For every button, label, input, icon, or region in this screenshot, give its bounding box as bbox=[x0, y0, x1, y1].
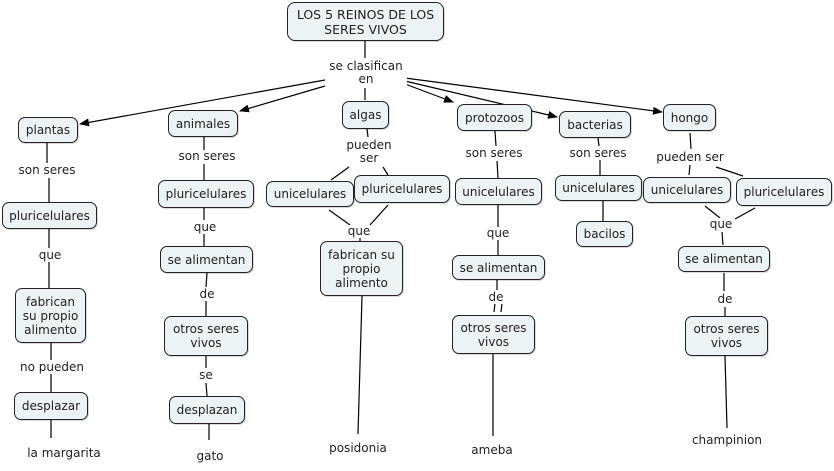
root-node[interactable]: LOS 5 REINOS DE LOS SERES VIVOS bbox=[287, 2, 444, 41]
concept-label: se alimentan bbox=[167, 252, 246, 267]
concept-node[interactable]: otros seres vivos bbox=[685, 316, 768, 356]
concept-label: unicelulares bbox=[273, 187, 347, 201]
concept-node[interactable]: pluricelulares bbox=[736, 178, 832, 206]
kingdom-node-plantas[interactable]: plantas bbox=[18, 117, 78, 143]
concept-label: fabrican su propio alimento bbox=[22, 294, 79, 337]
concept-node[interactable]: otros seres vivos bbox=[452, 315, 535, 354]
concept-label: otros seres vivos bbox=[693, 322, 760, 350]
concept-label: pluricelulares bbox=[165, 187, 247, 201]
concept-node[interactable]: unicelulares bbox=[266, 181, 354, 207]
concept-label: unicelulares bbox=[562, 181, 635, 195]
link-label: son seres bbox=[178, 149, 236, 163]
concept-node[interactable]: se alimentan bbox=[160, 246, 253, 273]
link-label: son seres bbox=[569, 146, 627, 160]
example-label: la margarita bbox=[27, 446, 101, 460]
kingdom-node-hongo[interactable]: hongo bbox=[663, 104, 716, 131]
concept-node[interactable]: unicelulares bbox=[643, 177, 731, 203]
concept-node[interactable]: unicelulares bbox=[555, 175, 642, 201]
arrow-to-plantas bbox=[79, 79, 326, 127]
link-label: que bbox=[486, 226, 510, 240]
arrow-to-animales bbox=[239, 85, 326, 113]
arrow-to-hongo bbox=[404, 77, 663, 115]
link-label: se bbox=[199, 368, 213, 382]
kingdom-label: plantas bbox=[25, 123, 71, 137]
link-label: que bbox=[709, 217, 733, 231]
concept-node[interactable]: pluricelulares bbox=[158, 180, 254, 208]
concept-label: desplazar bbox=[21, 399, 81, 413]
link-label: que bbox=[347, 224, 371, 238]
link-label: que bbox=[38, 248, 62, 262]
kingdom-node-bacterias[interactable]: bacterias bbox=[559, 111, 631, 138]
link-label: pueden ser bbox=[344, 139, 394, 165]
kingdom-label: protozoos bbox=[465, 110, 524, 125]
link-label: no pueden bbox=[20, 360, 84, 374]
concept-label: pluricelulares bbox=[361, 182, 443, 196]
example-label: gato bbox=[196, 449, 224, 463]
kingdom-label: bacterias bbox=[567, 117, 623, 132]
kingdom-node-algas[interactable]: algas bbox=[342, 101, 389, 129]
example-label: champinion bbox=[691, 433, 763, 447]
concept-node[interactable]: unicelulares bbox=[455, 178, 542, 205]
concept-label: pluricelulares bbox=[743, 185, 825, 199]
link-label-se-clasifican-en: se clasifican en bbox=[325, 60, 407, 86]
concept-node[interactable]: se alimentan bbox=[678, 246, 770, 272]
concept-node[interactable]: pluricelulares bbox=[2, 202, 97, 229]
concept-label: fabrican su propio alimento bbox=[328, 247, 395, 290]
link-label: de bbox=[488, 290, 504, 304]
concept-node[interactable]: desplazar bbox=[14, 392, 88, 420]
kingdom-label: animales bbox=[175, 116, 231, 131]
root-title: LOS 5 REINOS DE LOS SERES VIVOS bbox=[296, 6, 435, 37]
example-label: ameba bbox=[471, 443, 513, 457]
concept-label: se alimentan bbox=[685, 252, 763, 266]
concept-node[interactable]: fabrican su propio alimento bbox=[15, 288, 86, 343]
kingdom-label: hongo bbox=[670, 110, 709, 125]
kingdom-node-protozoos[interactable]: protozoos bbox=[457, 104, 532, 131]
kingdom-label: algas bbox=[349, 108, 382, 122]
link-label: de bbox=[717, 292, 733, 306]
concept-node[interactable]: desplazan bbox=[169, 396, 245, 424]
concept-label: pluricelulares bbox=[9, 208, 90, 223]
link-label: de bbox=[199, 287, 215, 301]
concept-label: otros seres vivos bbox=[460, 320, 527, 349]
link-label: son seres bbox=[18, 163, 76, 177]
concept-label: unicelulares bbox=[462, 184, 535, 199]
link-label: que bbox=[193, 220, 217, 234]
concept-label: unicelulares bbox=[650, 183, 724, 197]
link-label: son seres bbox=[465, 146, 523, 160]
kingdom-node-animales[interactable]: animales bbox=[168, 110, 238, 137]
concept-label: desplazan bbox=[176, 403, 238, 417]
concept-node[interactable]: pluricelulares bbox=[354, 175, 450, 203]
concept-label: otros seres vivos bbox=[172, 322, 240, 350]
link-label: pueden ser bbox=[656, 150, 724, 164]
concept-label: bacilos bbox=[583, 227, 626, 241]
concept-label: se alimentan bbox=[459, 260, 538, 275]
concept-node[interactable]: otros seres vivos bbox=[164, 316, 248, 356]
example-label: posidonia bbox=[329, 441, 387, 455]
concept-node[interactable]: se alimentan bbox=[452, 255, 545, 280]
concept-node[interactable]: bacilos bbox=[576, 221, 633, 247]
concept-node[interactable]: fabrican su propio alimento bbox=[320, 241, 403, 296]
arrow-to-protozoos bbox=[404, 83, 454, 103]
